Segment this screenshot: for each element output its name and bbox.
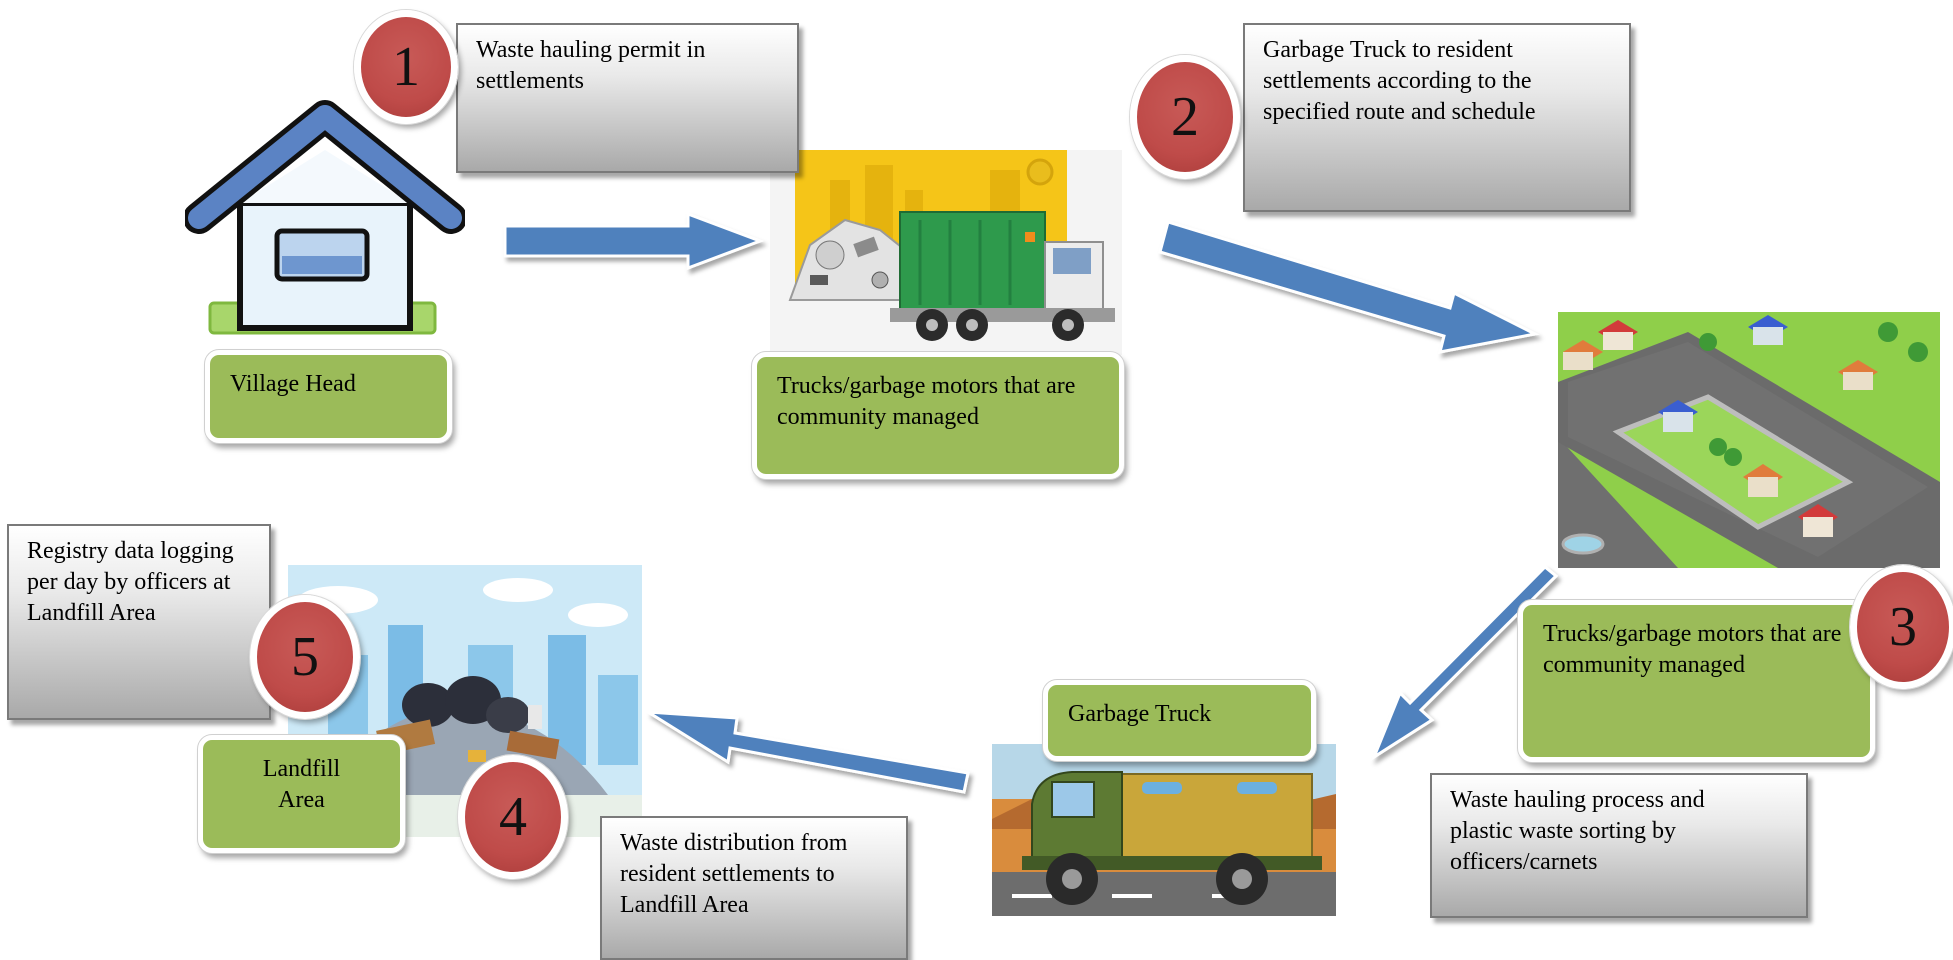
- village-head-text: Village Head: [230, 371, 356, 397]
- village-head-label: Village Head: [205, 350, 452, 443]
- step-1-number: 1: [392, 36, 420, 98]
- garbage-truck-photo: [992, 744, 1336, 916]
- step-5-box: Registry data logging per day by officer…: [7, 524, 271, 720]
- garbage-truck-image: [770, 150, 1122, 355]
- garbage-truck-label: Garbage Truck: [1043, 680, 1316, 761]
- step-1-box: Waste hauling permit in settlements: [456, 23, 799, 173]
- step-1-badge: 1: [354, 10, 458, 124]
- step-2-badge: 2: [1130, 55, 1240, 179]
- step-5-text: Registry data logging per day by officer…: [27, 538, 234, 626]
- garbage-truck-text: Garbage Truck: [1068, 701, 1212, 727]
- step-4-box: Waste distribution from resident settlem…: [600, 816, 908, 960]
- step-2-box: Garbage Truck to resident settlements ac…: [1243, 23, 1631, 212]
- community-trucks-label-top: Trucks/garbage motors that are community…: [752, 352, 1124, 479]
- landfill-text: Landfill Area: [262, 756, 341, 813]
- step-5-badge: 5: [250, 595, 360, 719]
- step-2-text: Garbage Truck to resident settlements ac…: [1263, 37, 1536, 125]
- step-1-text: Waste hauling permit in settlements: [476, 37, 706, 94]
- step-3-number: 3: [1889, 596, 1917, 658]
- step-2-number: 2: [1171, 86, 1199, 148]
- arrow-2: [1158, 220, 1540, 354]
- step-4-text: Waste distribution from resident settlem…: [620, 830, 848, 918]
- step-4-badge: 4: [458, 755, 568, 879]
- community-trucks-label-right: Trucks/garbage motors that are community…: [1518, 600, 1875, 762]
- house-icon: [185, 100, 465, 335]
- community-trucks-text-top: Trucks/garbage motors that are community…: [777, 373, 1076, 430]
- arrow-3: [1370, 564, 1559, 761]
- community-trucks-text-right: Trucks/garbage motors that are community…: [1543, 621, 1842, 678]
- step-3-text: Waste hauling process and plastic waste …: [1450, 787, 1705, 875]
- step-3-box: Waste hauling process and plastic waste …: [1430, 773, 1808, 918]
- settlement-map-image: [1558, 312, 1940, 568]
- landfill-label: Landfill Area: [198, 735, 405, 853]
- step-4-number: 4: [499, 786, 527, 848]
- step-3-badge: 3: [1850, 565, 1953, 689]
- arrow-4: [647, 710, 970, 794]
- arrow-1: [503, 211, 765, 271]
- step-5-number: 5: [291, 626, 319, 688]
